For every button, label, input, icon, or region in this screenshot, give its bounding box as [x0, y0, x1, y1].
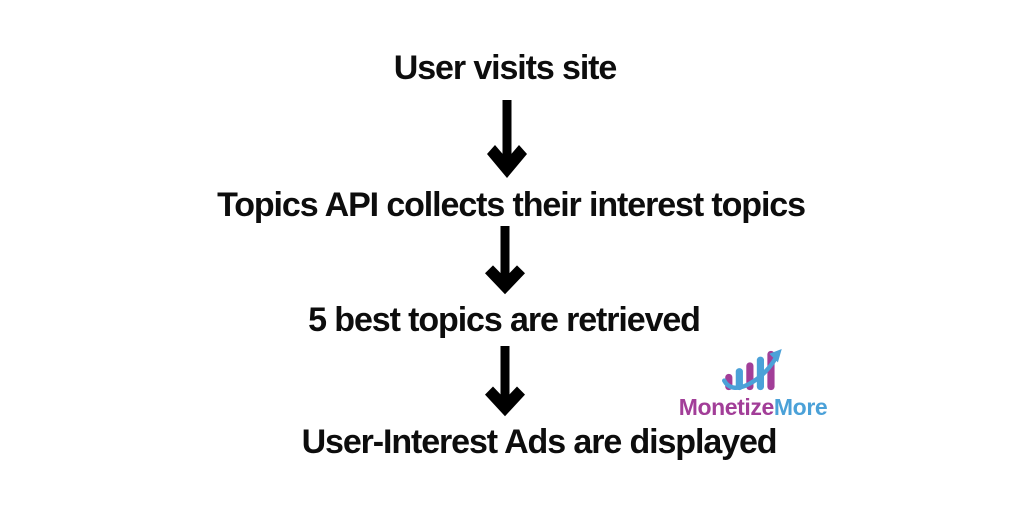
logo-text-monetize: Monetize [678, 394, 775, 420]
flow-step-topics-api-collects: Topics API collects their interest topic… [217, 186, 806, 224]
flow-step-best-topics-retrieved: 5 best topics are retrieved [308, 301, 701, 339]
monetizemore-logo: MonetizeMore [673, 348, 833, 419]
bar-chart-growth-icon [722, 348, 782, 391]
down-arrow-icon [485, 346, 525, 417]
logo-text-more: More [773, 394, 828, 420]
flow-step-user-visits: User visits site [393, 49, 618, 87]
logo-wordmark: MonetizeMore [673, 395, 833, 419]
down-arrow-icon [487, 100, 527, 178]
down-arrow-icon [485, 226, 525, 295]
flow-step-ads-displayed: User-Interest Ads are displayed [301, 423, 778, 461]
